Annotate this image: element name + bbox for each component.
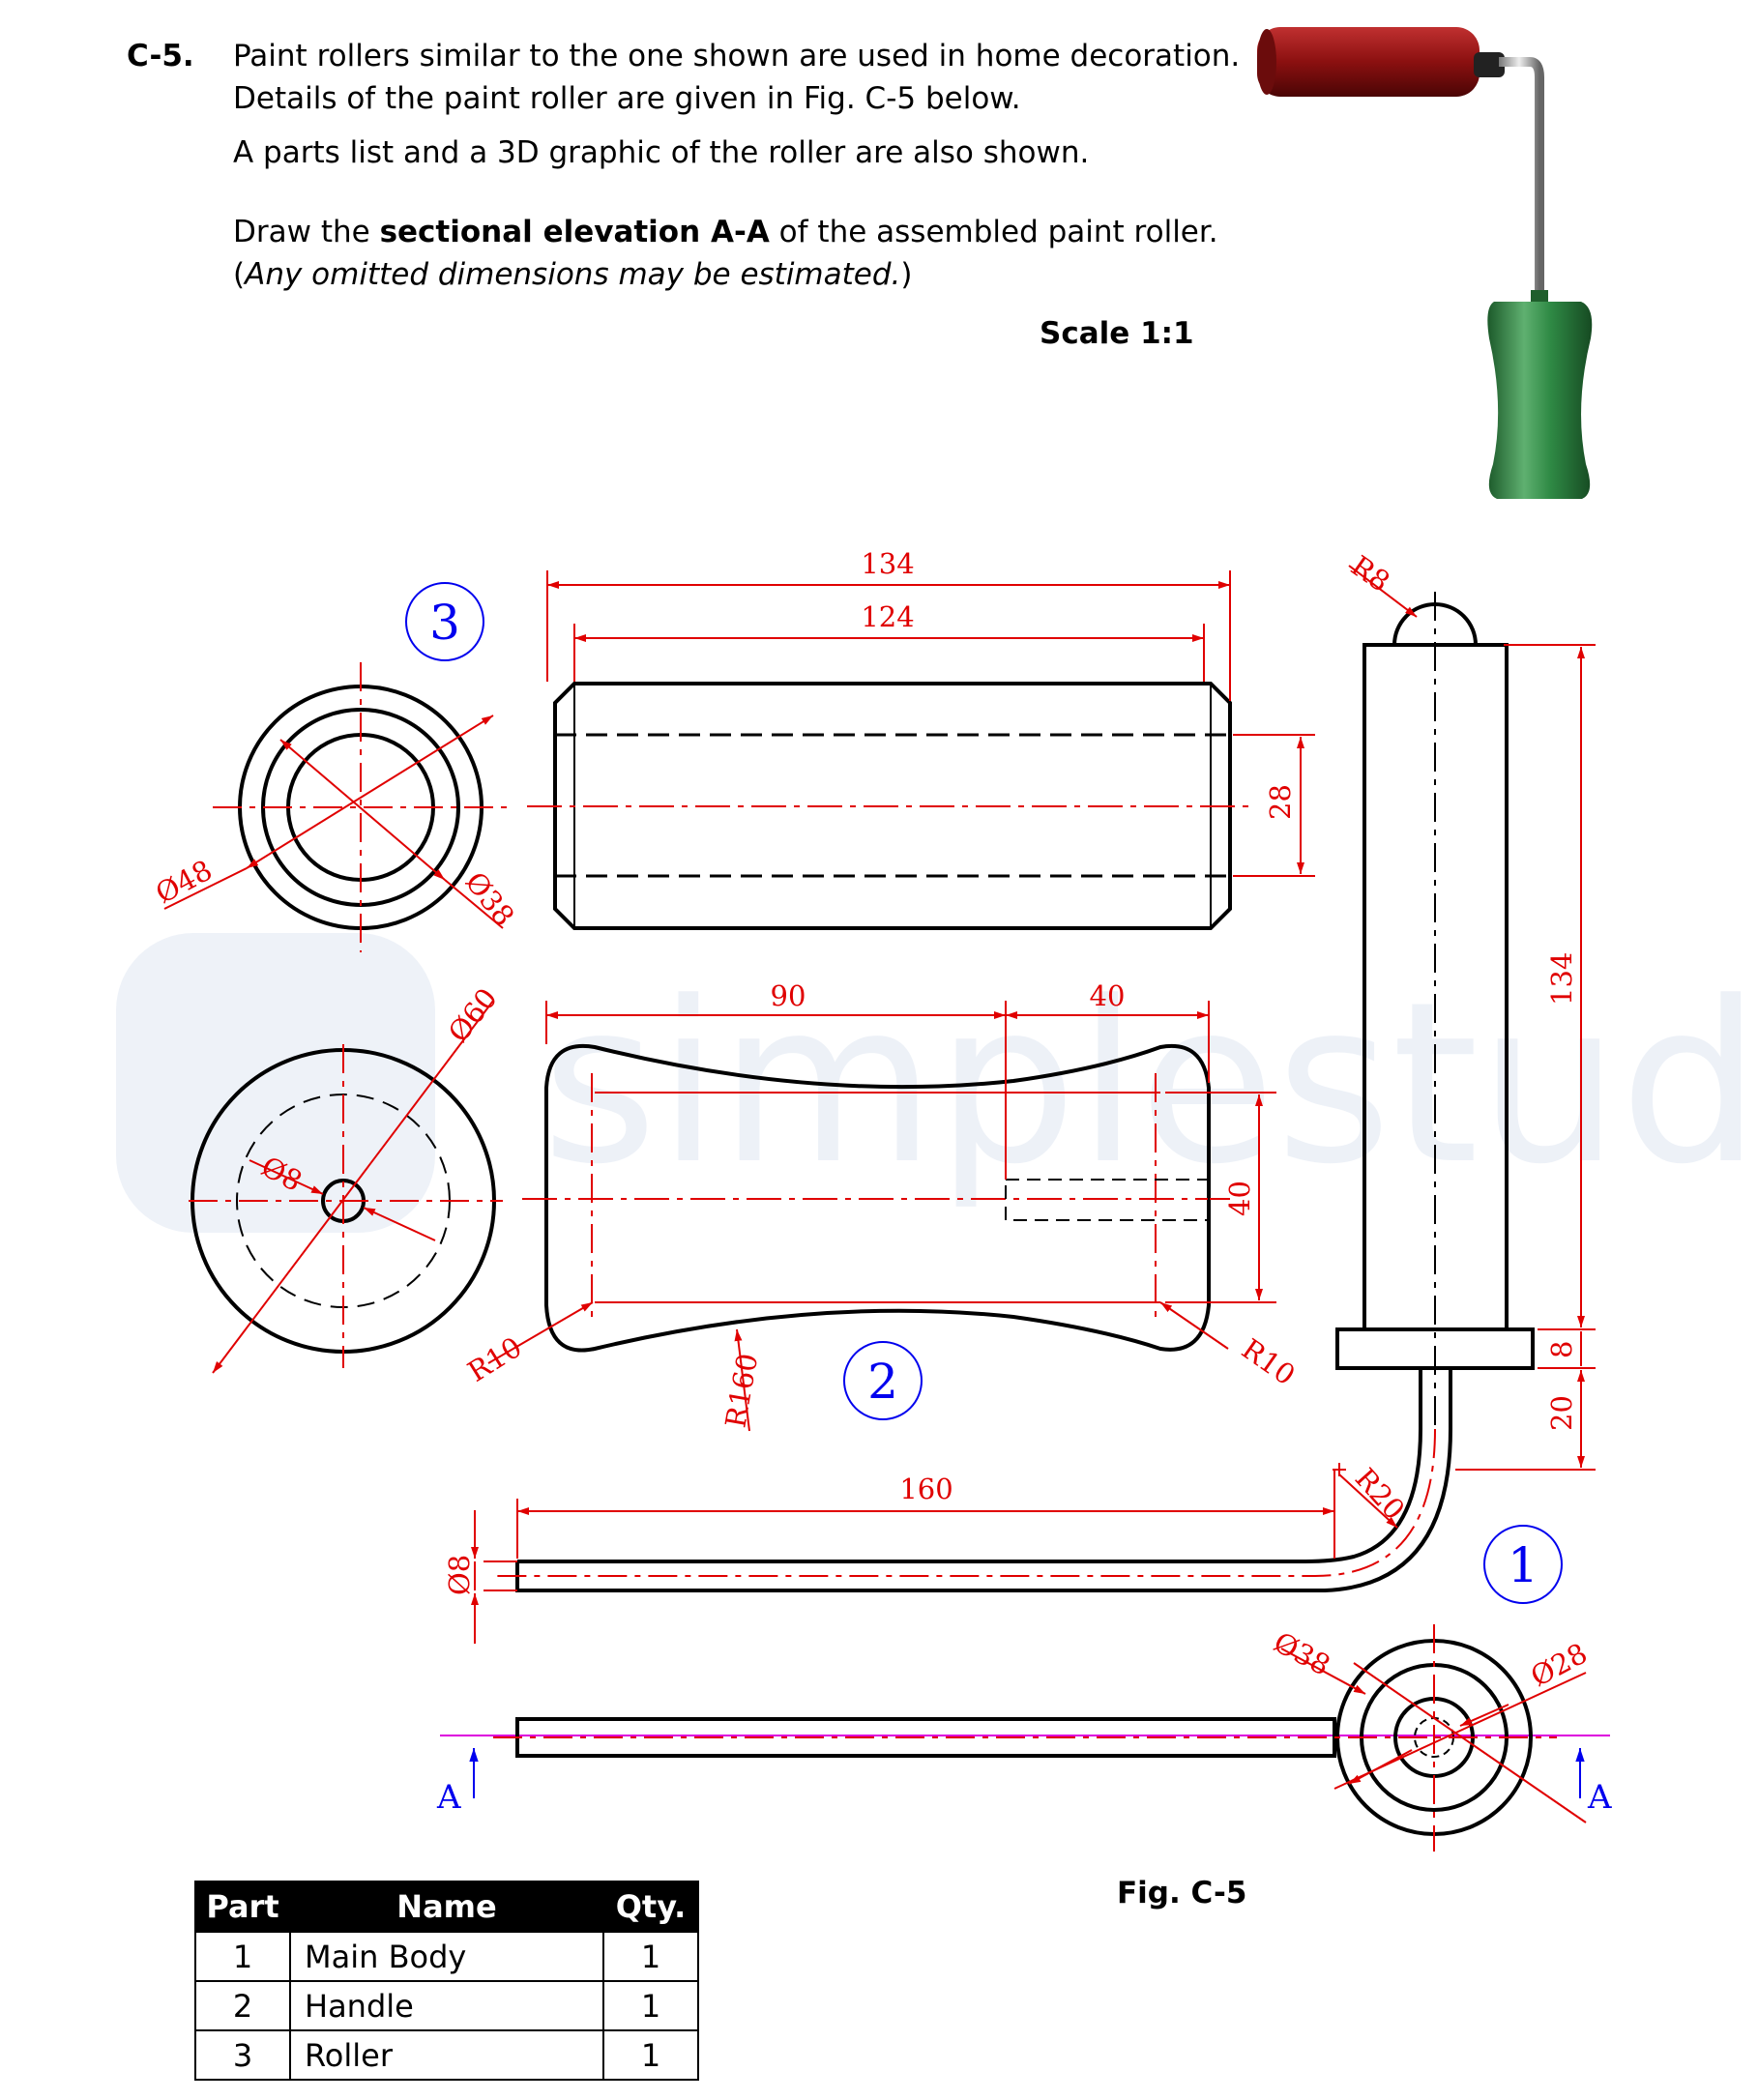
dim-body-134: 134 — [1545, 952, 1578, 1006]
handle-grip — [1487, 302, 1593, 499]
col-part: Part — [194, 1881, 291, 1933]
part-2-label: 2 — [867, 1354, 898, 1410]
table-row: 2 Handle 1 — [194, 1980, 699, 2031]
watermark-text: simplestudy — [542, 955, 1758, 1213]
question-number: C-5. — [127, 39, 194, 73]
handle-side-view — [487, 1001, 1276, 1432]
scale-label: Scale 1:1 — [1040, 316, 1194, 351]
main-body-elevation — [471, 565, 1596, 1644]
parts-table-header: Part Name Qty. — [194, 1881, 699, 1933]
dim-handle-r160: R160 — [718, 1351, 764, 1430]
dim-roller-bore-28: 28 — [1264, 784, 1297, 820]
dim-body-rod-dia-8: Ø8 — [443, 1555, 476, 1595]
question-line-2: Details of the paint roller are given in… — [233, 81, 1021, 116]
dim-handle-dia-60: Ø60 — [442, 982, 504, 1049]
table-row: 3 Roller 1 — [194, 2029, 699, 2081]
dim-handle-height-40: 40 — [1223, 1181, 1256, 1216]
question-line-1: Paint rollers similar to the one shown a… — [233, 39, 1241, 73]
watermark: simplestudy — [116, 933, 1758, 1233]
roller-side-view — [527, 570, 1315, 930]
roller-sleeve — [1257, 27, 1480, 97]
roller-rod — [1499, 57, 1544, 295]
section-label-right: A — [1587, 1778, 1612, 1817]
dim-handle-90: 90 — [771, 979, 806, 1012]
part-1-balloon — [1483, 1525, 1563, 1604]
instruction-bold: sectional elevation A-A — [379, 215, 770, 249]
dim-roller-length-134: 134 — [861, 547, 914, 580]
handle-end-view — [189, 1000, 503, 1374]
dim-body-collar-8: 8 — [1545, 1341, 1578, 1358]
dim-roller-outer-dia: Ø48 — [150, 854, 218, 911]
col-name: Name — [289, 1881, 604, 1933]
dim-handle-r10-left: R10 — [462, 1330, 528, 1388]
section-label-left: A — [436, 1778, 461, 1817]
col-qty: Qty. — [602, 1881, 699, 1933]
note-italic: Any omitted dimensions may be estimated. — [245, 257, 901, 292]
dim-body-arm-160: 160 — [899, 1473, 952, 1505]
roller-end-view — [163, 662, 508, 952]
dim-handle-40: 40 — [1090, 979, 1126, 1012]
figure-caption: Fig. C-5 — [1117, 1876, 1247, 1910]
part-2-balloon — [843, 1341, 923, 1420]
part-3-label: 3 — [429, 595, 460, 651]
dim-roller-length-124: 124 — [861, 600, 914, 633]
dim-body-neck-20: 20 — [1545, 1395, 1578, 1431]
roller-3d-graphic — [1257, 27, 1593, 499]
watermark-logo — [116, 933, 435, 1233]
dim-handle-r10-right: R10 — [1236, 1332, 1302, 1392]
dim-body-r8: R8 — [1345, 549, 1396, 598]
instruction-pre: Draw the — [233, 215, 380, 249]
instruction-line: Draw the sectional elevation A-A of the … — [233, 211, 1218, 253]
question-line-3: A parts list and a 3D graphic of the rol… — [233, 135, 1090, 170]
parts-list-table: Part Name Qty. 1 Main Body 1 2 Handle 1 … — [194, 1881, 699, 2081]
instruction-note: (Any omitted dimensions may be estimated… — [233, 257, 913, 292]
part-3-balloon — [405, 582, 484, 661]
main-body-plan — [440, 1624, 1610, 1852]
table-row: 1 Main Body 1 — [194, 1931, 699, 1982]
instruction-post: of the assembled paint roller. — [769, 215, 1218, 249]
part-1-label: 1 — [1508, 1537, 1538, 1593]
dim-body-collar-dia-38: Ø38 — [1269, 1625, 1336, 1682]
